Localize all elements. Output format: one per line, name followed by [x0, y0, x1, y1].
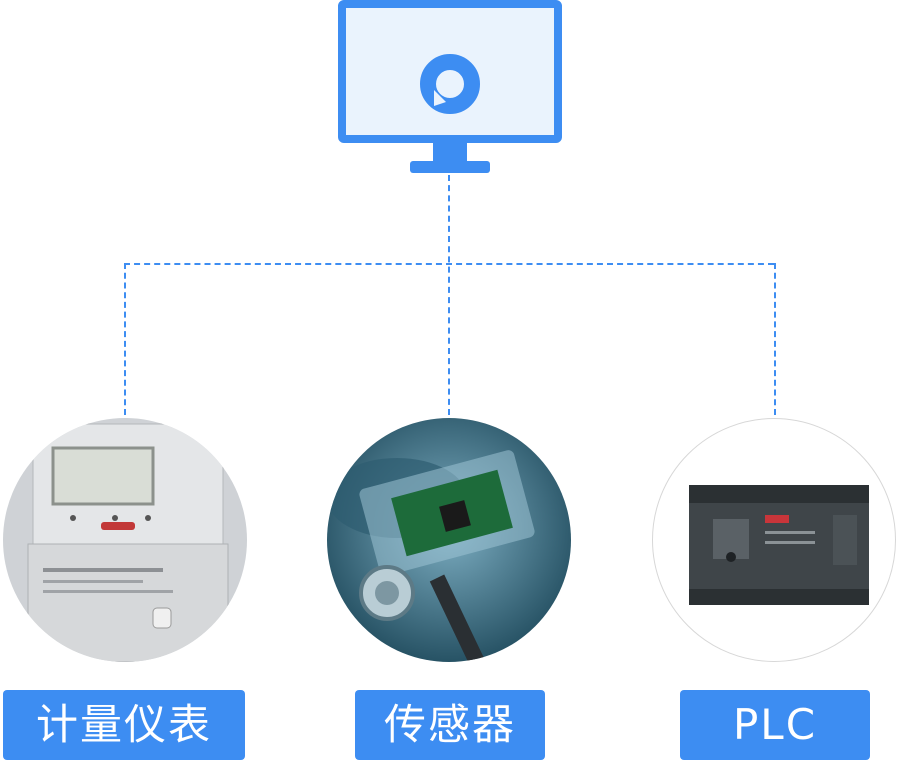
sensor-board-icon: [327, 418, 571, 662]
connector-horizontal: [124, 263, 774, 265]
app-logo-icon: [420, 54, 480, 114]
monitor-icon: [338, 0, 562, 143]
plc-controller-icon: [689, 485, 869, 605]
connector-plc: [774, 263, 776, 415]
label-plc-text: PLC: [732, 700, 818, 749]
connector-meter: [124, 263, 126, 415]
sensor-photo: [327, 418, 571, 662]
electric-meter-icon: [3, 418, 247, 662]
label-sensor-text: 传感器: [383, 700, 516, 749]
label-meter-text: 计量仪表: [35, 700, 212, 749]
monitor-stand-base: [410, 161, 490, 173]
connector-center-trunk: [448, 175, 450, 415]
label-sensor: 传感器: [355, 690, 545, 760]
plc-photo: [652, 418, 896, 662]
label-meter: 计量仪表: [3, 690, 245, 760]
meter-photo: [3, 418, 247, 662]
label-plc: PLC: [680, 690, 870, 760]
monitor-stand-neck: [433, 143, 467, 163]
